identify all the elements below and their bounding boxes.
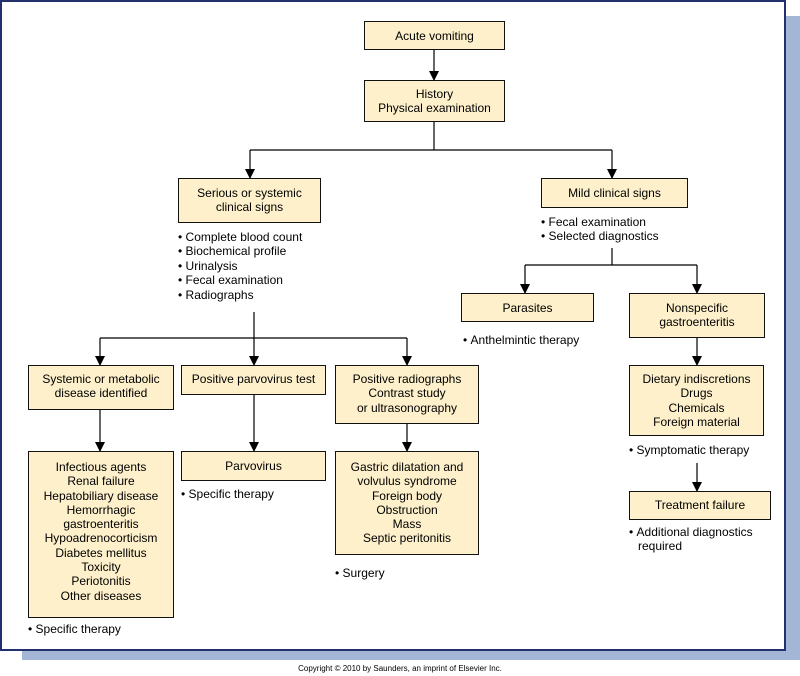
list-item: Symptomatic therapy [629,443,750,457]
list-serious-tests: Complete blood countBiochemical profileU… [178,230,303,302]
list-parasites-therapy: Anthelmintic therapy [463,333,580,347]
node-mild-signs: Mild clinical signs [541,178,688,208]
list-item: Specific therapy [181,487,274,501]
node-text-line: Foreign body [371,488,443,503]
node-text-line: gastroenteritis [63,517,139,532]
node-text-line: Obstruction [376,502,438,517]
node-text-line: Toxicity [81,560,121,575]
node-parvovirus: Parvovirus [181,451,326,481]
node-text-line: Other diseases [60,588,142,603]
node-text-line: disease identified [54,386,148,401]
node-parvovirus-test: Positive parvovirus test [181,365,326,395]
list-mild-tests: Fecal examinationSelected diagnostics [541,215,659,244]
node-text-line: Septic peritonitis [362,531,452,546]
node-text-line: Parasites [502,301,553,315]
node-text-line: Periotonitis [71,574,131,589]
node-text-line: Positive radiographs [352,372,462,386]
node-text-line: or ultrasonography [356,400,458,415]
list-item: Biochemical profile [178,244,302,258]
list-item: Surgery [335,566,385,580]
list-item: Radiographs [178,288,302,302]
node-text-line: Physical examination [378,101,491,116]
node-text-line: Parvovirus [225,459,282,473]
node-text-line: Infectious agents [55,460,147,474]
list-item-continuation: required [638,539,683,554]
node-text-line: Foreign material [653,414,740,429]
node-text-line: Contrast study [368,386,446,401]
node-text-line: Systemic or metabolic [42,372,160,386]
list-item: Fecal examination [541,215,659,229]
list-item: Selected diagnostics [541,229,659,243]
node-text-line: Hepatobiliary disease [43,488,159,503]
node-text-line: gastroenteritis [659,315,735,330]
list-parvovirus-therapy: Specific therapy [181,487,274,501]
node-text-line: Nonspecific [665,301,729,315]
node-text-line: Drugs [680,386,713,401]
list-nonspecific-therapy: Symptomatic therapy [629,443,750,457]
list-item: Additional diagnostics [629,525,753,539]
node-text-line: Hypoadrenocorticism [44,531,158,546]
list-item: Urinalysis [178,259,302,273]
copyright-notice: Copyright © 2010 by Saunders, an imprint… [298,664,502,673]
node-treatment-failure: Treatment failure [629,491,771,520]
list-item: Complete blood count [178,230,303,244]
node-text-line: Diabetes mellitus [55,545,147,560]
node-text-line: Gastric dilatation and [350,460,464,474]
node-parasites: Parasites [461,293,594,322]
list-gastric-therapy: Surgery [335,566,385,580]
node-text-line: Renal failure [67,474,135,489]
node-text-line: Positive parvovirus test [191,372,316,386]
node-text-line: Acute vomiting [395,29,474,43]
node-text-line: Serious or systemic [197,186,302,200]
node-text-line: Mass [392,517,422,532]
list-item: Fecal examination [178,273,302,287]
node-text-line: Mild clinical signs [568,186,661,200]
node-text-line: volvulus syndrome [357,474,457,489]
node-acute-vomiting: Acute vomiting [364,21,505,50]
node-text-line: clinical signs [215,200,284,215]
node-text-line: Hemorrhagic [66,502,136,517]
list-item: Anthelmintic therapy [463,333,580,347]
node-text-line: Treatment failure [654,498,746,512]
node-text-line: Chemicals [668,400,725,415]
list-systemic-therapy: Specific therapy [28,622,121,636]
node-text-line: Dietary indiscretions [642,372,751,386]
list-item: Specific therapy [28,622,121,636]
node-text-line: History [415,87,454,101]
